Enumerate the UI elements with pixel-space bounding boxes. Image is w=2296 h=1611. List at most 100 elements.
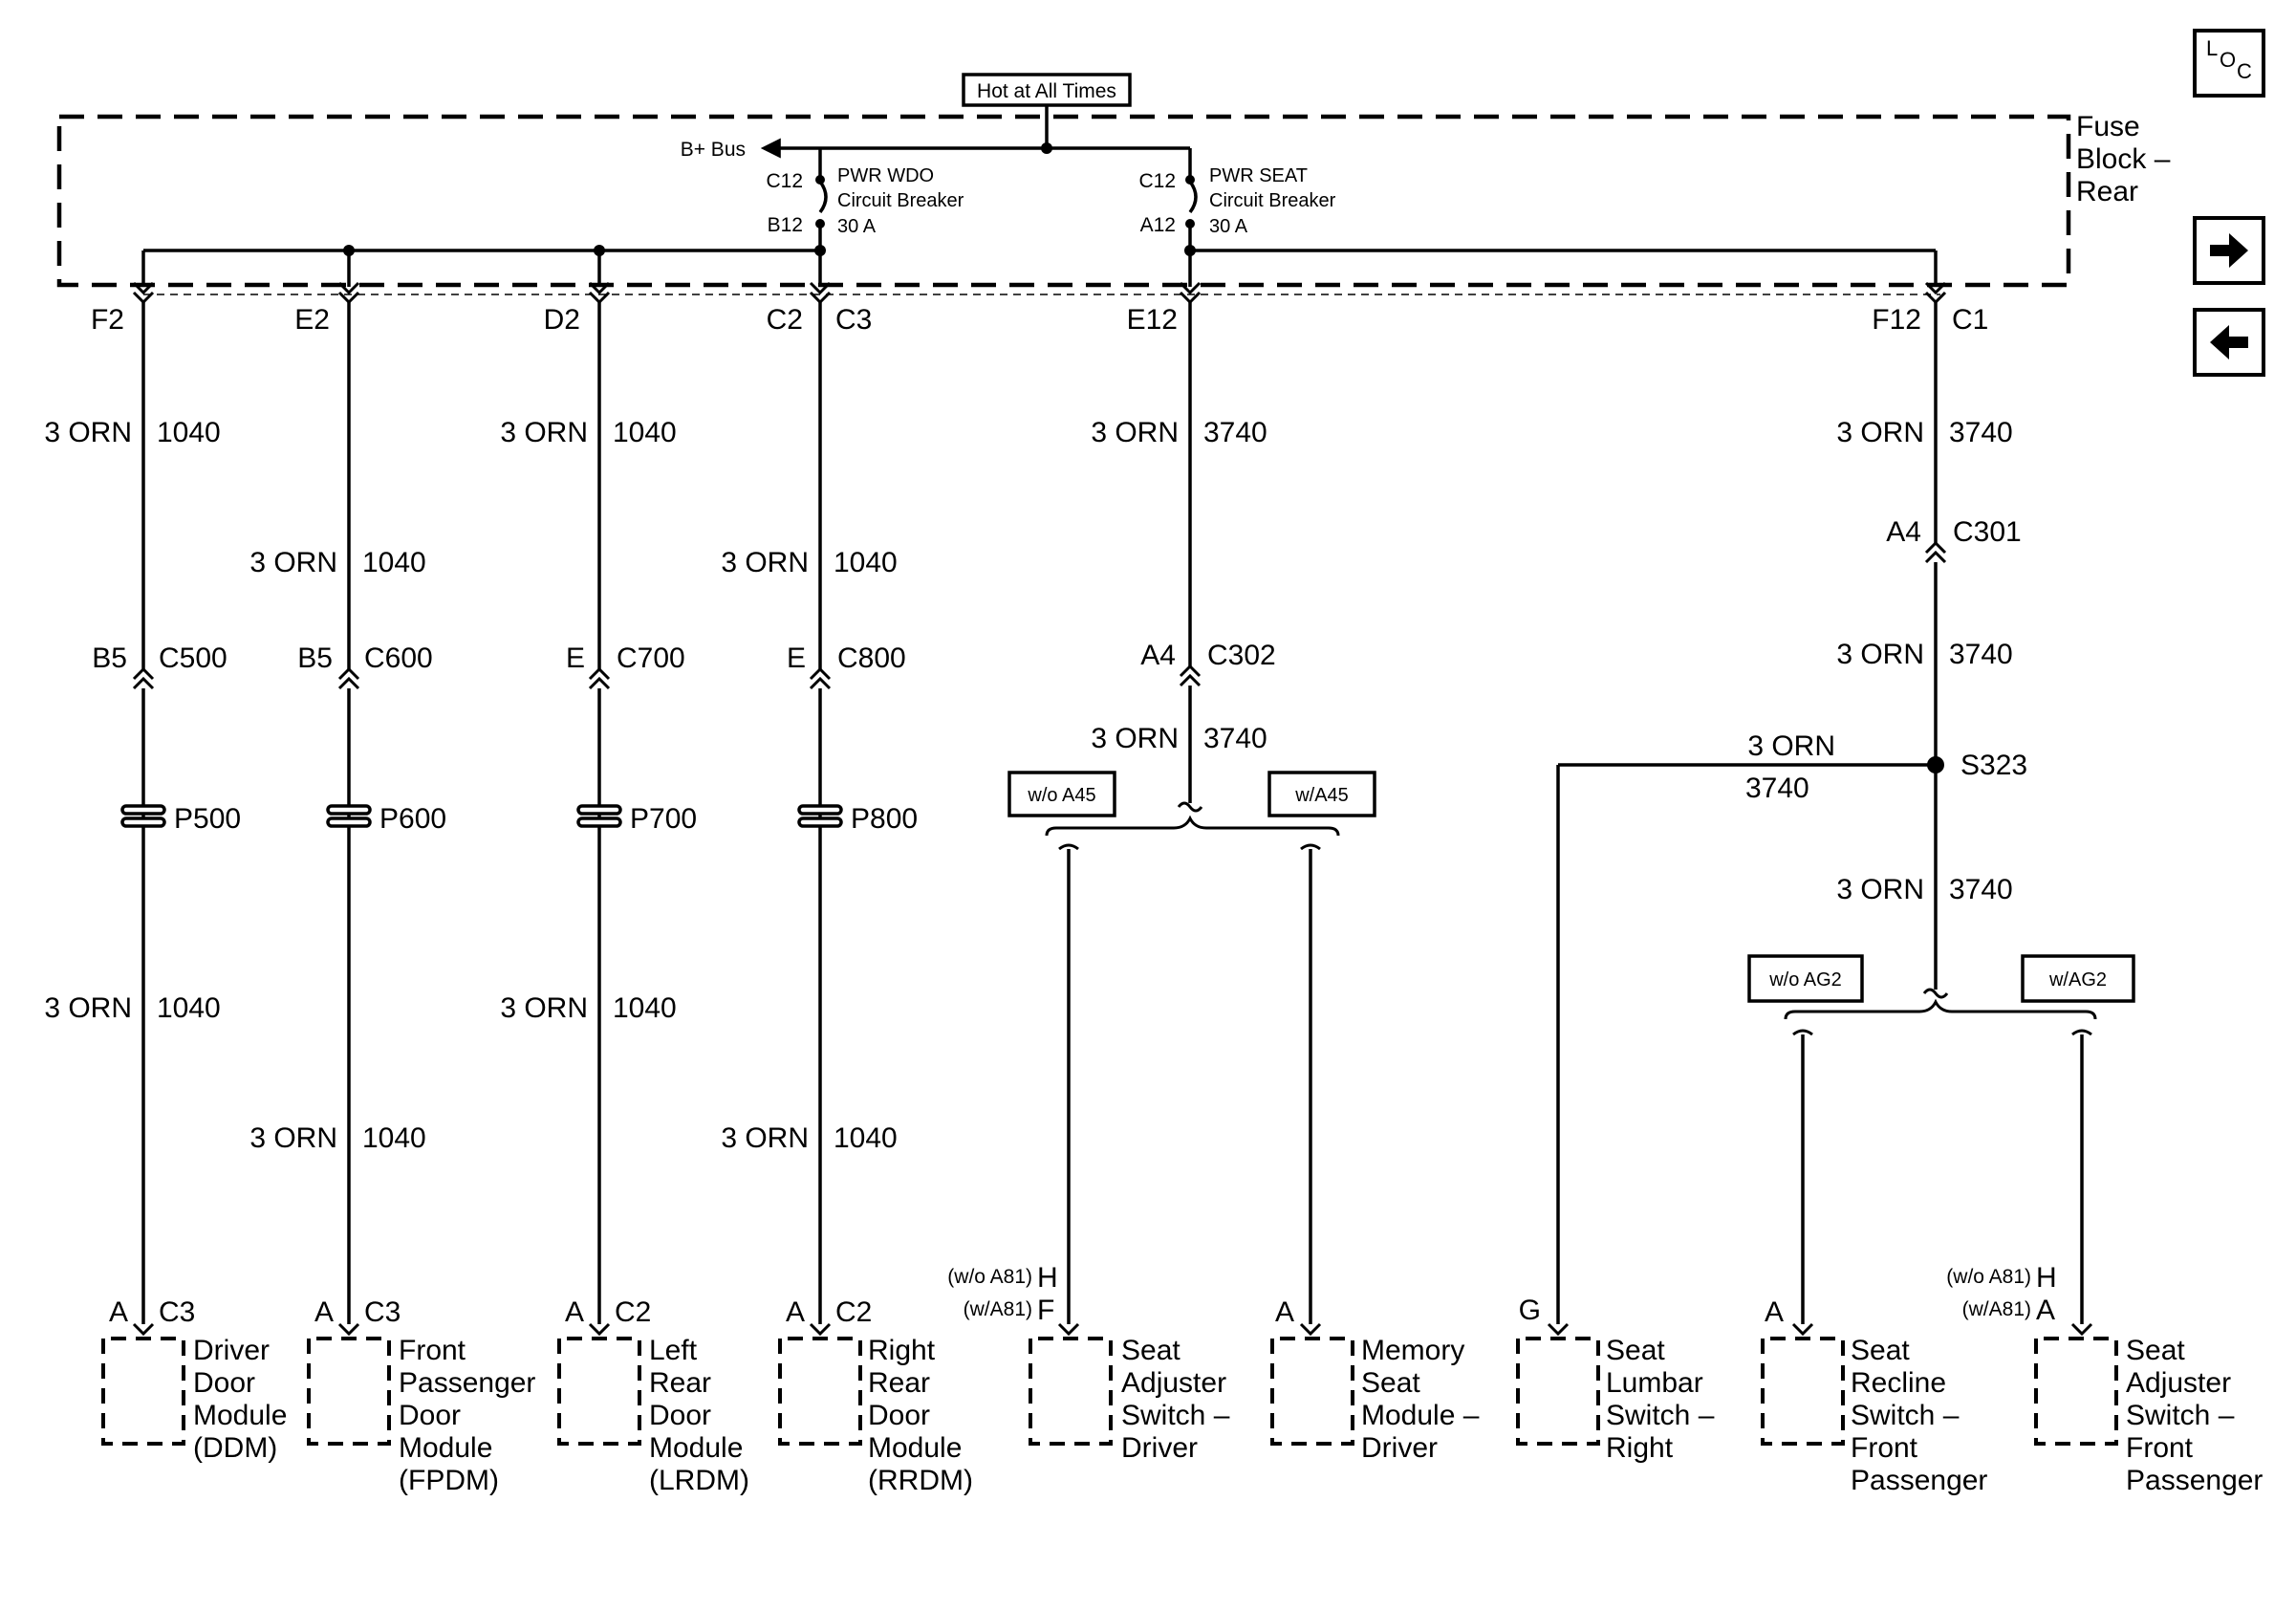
module-seat-recline-switch-front-passenger[interactable]: A Seat Recline Switch – Front Passenger: [1761, 1296, 1987, 1496]
svg-text:A4: A4: [1140, 640, 1176, 671]
svg-text:Rear: Rear: [649, 1367, 711, 1399]
svg-text:(w/o A81): (w/o A81): [1946, 1266, 2031, 1288]
svg-text:Circuit Breaker: Circuit Breaker: [837, 190, 964, 211]
svg-text:1040: 1040: [834, 1122, 898, 1154]
svg-text:C: C: [2237, 59, 2252, 83]
svg-text:A: A: [786, 1296, 805, 1328]
svg-text:O: O: [2220, 48, 2236, 72]
svg-text:C301: C301: [1953, 516, 2022, 548]
option-box-wo-a45: [1007, 771, 1116, 817]
svg-text:C302: C302: [1207, 640, 1276, 671]
svg-text:3 ORN: 3 ORN: [1091, 723, 1179, 754]
option-box-wo-ag2: [1747, 954, 1864, 1003]
module-seat-lumbar-switch-right[interactable]: G Seat Lumbar Switch – Right: [1516, 1295, 1715, 1464]
svg-text:Seat: Seat: [2126, 1335, 2185, 1366]
svg-text:A: A: [1765, 1296, 1784, 1328]
pwr-wdo-circuit-breaker: C12 B12 PWR WDO Circuit Breaker 30 A: [766, 165, 964, 250]
svg-text:Door: Door: [193, 1367, 255, 1399]
svg-text:E: E: [787, 642, 806, 674]
svg-text:Front: Front: [399, 1335, 466, 1366]
svg-text:E: E: [566, 642, 585, 674]
next-page-button[interactable]: [2193, 216, 2265, 285]
fuse-block-label-2: Block –: [2076, 143, 2171, 175]
svg-text:Passenger: Passenger: [1851, 1465, 1987, 1496]
svg-text:PWR WDO: PWR WDO: [837, 165, 934, 186]
svg-text:Switch –: Switch –: [1121, 1400, 1230, 1431]
svg-text:3 ORN: 3 ORN: [1836, 874, 1924, 905]
module-seat-adjuster-switch-front-passenger[interactable]: (w/o A81) H (w/A81) A Seat Adjuster Swit…: [1946, 1262, 2263, 1496]
svg-text:P700: P700: [630, 803, 697, 835]
svg-text:C3: C3: [835, 304, 872, 336]
svg-text:Front: Front: [2126, 1432, 2194, 1464]
svg-text:(LRDM): (LRDM): [649, 1465, 749, 1496]
svg-text:A: A: [109, 1296, 128, 1328]
hot-at-all-times-box: [962, 73, 1132, 107]
svg-text:Door: Door: [399, 1400, 461, 1431]
circuit-seat-passenger: F12 C1 3 ORN 3740 A4 C301 3 ORN 3740 S32…: [1547, 302, 2135, 1337]
svg-text:B5: B5: [92, 642, 127, 674]
svg-text:A12: A12: [1140, 214, 1176, 236]
svg-text:C3: C3: [364, 1296, 401, 1328]
option-box-w-a45: [1267, 771, 1376, 817]
svg-text:B5: B5: [297, 642, 333, 674]
svg-text:1040: 1040: [362, 547, 426, 578]
svg-text:F: F: [1037, 1295, 1054, 1326]
svg-text:P500: P500: [174, 803, 241, 835]
svg-text:C600: C600: [364, 642, 433, 674]
module-rrdm[interactable]: A C2 Right Rear Door Module (RRDM): [778, 1296, 973, 1496]
svg-text:S323: S323: [1960, 750, 2027, 781]
svg-text:P800: P800: [851, 803, 918, 835]
svg-text:3 ORN: 3 ORN: [1747, 730, 1835, 762]
svg-text:F2: F2: [91, 304, 124, 336]
svg-text:w/o AG2: w/o AG2: [1768, 969, 1842, 991]
svg-text:A: A: [565, 1296, 584, 1328]
svg-text:Adjuster: Adjuster: [1121, 1367, 1226, 1399]
circuit-fpdm: E2 3 ORN 1040 B5 C600 P600 3 ORN 1040: [249, 302, 446, 1337]
svg-text:3 ORN: 3 ORN: [44, 992, 132, 1024]
svg-text:Driver: Driver: [193, 1335, 270, 1366]
loc-button[interactable]: L O C L O C: [2193, 29, 2265, 98]
svg-text:PWR SEAT: PWR SEAT: [1209, 165, 1308, 186]
svg-text:Module: Module: [399, 1432, 492, 1464]
hot-at-all-times-label: Hot at All Times: [977, 80, 1116, 102]
svg-text:w/o A45: w/o A45: [1027, 785, 1095, 806]
svg-text:3 ORN: 3 ORN: [1836, 639, 1924, 670]
module-fpdm[interactable]: A C3 Front Passenger Door Module (FPDM): [307, 1296, 535, 1496]
svg-text:A4: A4: [1886, 516, 1921, 548]
svg-text:3740: 3740: [1949, 874, 2013, 905]
svg-text:E2: E2: [294, 304, 330, 336]
circuit-lrdm: D2 3 ORN 1040 E C700 P700 3 ORN 1040: [500, 302, 697, 1337]
svg-text:A: A: [2036, 1295, 2055, 1326]
svg-text:3 ORN: 3 ORN: [721, 547, 809, 578]
circuit-ddm: F2 3 ORN 1040 B5 C500 P500 3 ORN 1040: [44, 302, 241, 1337]
svg-text:Module: Module: [649, 1432, 743, 1464]
svg-text:Seat: Seat: [1121, 1335, 1180, 1366]
module-memory-seat-driver[interactable]: A Memory Seat Module – Driver: [1270, 1296, 1480, 1464]
module-lrdm[interactable]: A C2 Left Rear Door Module (LRDM): [557, 1296, 749, 1496]
prev-page-button[interactable]: [2193, 308, 2265, 377]
svg-text:Switch –: Switch –: [1606, 1400, 1715, 1431]
svg-text:3740: 3740: [1203, 417, 1267, 448]
svg-text:Memory: Memory: [1361, 1335, 1464, 1366]
svg-text:C2: C2: [767, 304, 803, 336]
svg-text:C700: C700: [617, 642, 685, 674]
svg-text:C1: C1: [1952, 304, 1988, 336]
svg-text:3 ORN: 3 ORN: [721, 1122, 809, 1154]
svg-text:(DDM): (DDM): [193, 1432, 277, 1464]
svg-text:3 ORN: 3 ORN: [44, 417, 132, 448]
module-ddm[interactable]: A C3 Driver Door Module (DDM): [101, 1296, 287, 1464]
svg-text:Right: Right: [1606, 1432, 1674, 1464]
svg-text:(w/A81): (w/A81): [964, 1298, 1032, 1320]
svg-text:30 A: 30 A: [837, 216, 877, 237]
module-seat-adjuster-switch-driver[interactable]: (w/o A81) H (w/A81) F Seat Adjuster Swit…: [947, 1262, 1229, 1464]
svg-text:Driver: Driver: [1361, 1432, 1438, 1464]
arrow-left-icon: [2210, 325, 2248, 359]
svg-text:Module: Module: [193, 1400, 287, 1431]
svg-text:3 ORN: 3 ORN: [500, 417, 588, 448]
svg-text:B12: B12: [768, 214, 803, 236]
svg-text:C2: C2: [615, 1296, 651, 1328]
svg-text:(RRDM): (RRDM): [868, 1465, 973, 1496]
svg-text:C800: C800: [837, 642, 906, 674]
svg-text:E12: E12: [1127, 304, 1178, 336]
